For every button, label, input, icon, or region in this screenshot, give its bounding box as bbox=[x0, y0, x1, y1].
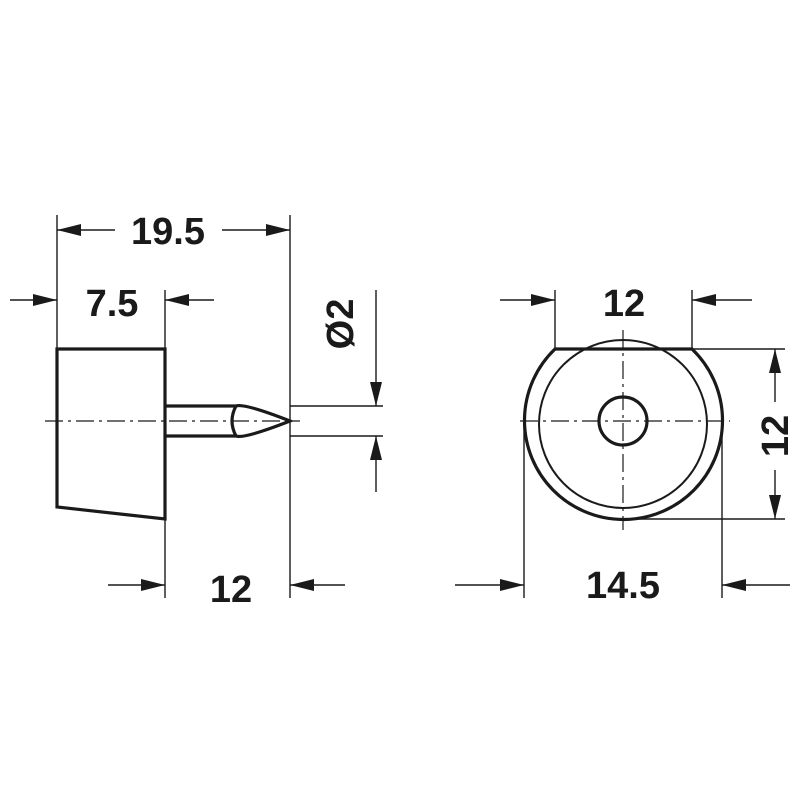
arrowhead bbox=[33, 294, 57, 306]
arrowhead bbox=[692, 294, 716, 306]
arrowhead bbox=[141, 579, 165, 591]
dim-pin-diameter: Ø2 bbox=[320, 299, 362, 350]
side-view-body bbox=[55, 347, 167, 521]
arrowhead bbox=[500, 579, 524, 591]
dim-overall-length: 19.5 bbox=[131, 211, 205, 253]
arrowhead bbox=[722, 579, 746, 591]
arrowhead bbox=[370, 436, 382, 460]
dim-flat-width: 12 bbox=[603, 283, 645, 325]
arrowhead bbox=[266, 224, 290, 236]
dim-diameter: 14.5 bbox=[586, 565, 660, 607]
arrowhead bbox=[769, 495, 781, 519]
arrowhead bbox=[290, 579, 314, 591]
arrowhead bbox=[165, 294, 189, 306]
dim-head-length: 7.5 bbox=[86, 283, 139, 325]
dim-pin-length: 12 bbox=[210, 569, 252, 611]
arrowhead bbox=[370, 382, 382, 406]
dim-height: 12 bbox=[755, 415, 797, 457]
arrowhead bbox=[769, 349, 781, 373]
arrowhead bbox=[57, 224, 81, 236]
side-view: 19.5 7.5 12 Ø2 bbox=[10, 211, 383, 611]
arrowhead bbox=[531, 294, 555, 306]
front-view: 12 14.5 12 bbox=[455, 283, 797, 607]
